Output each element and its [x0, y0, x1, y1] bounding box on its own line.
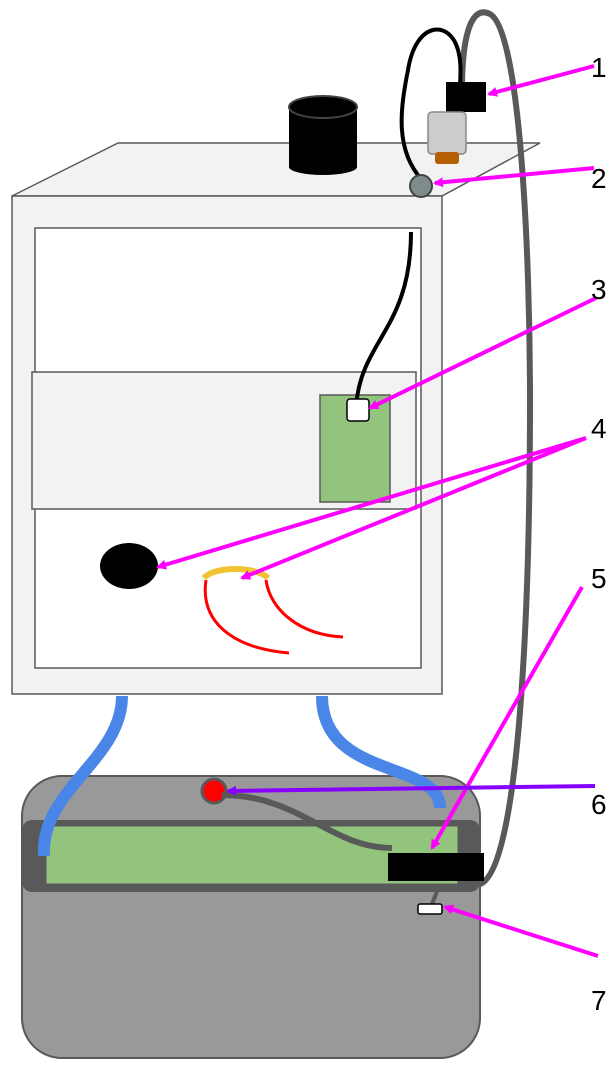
callout-arrow-5: [430, 586, 584, 850]
wire-bundle: [201, 566, 344, 655]
callout-label-6: 6: [591, 789, 607, 820]
callout-arrow-2: [433, 166, 595, 188]
callout-arrow-4b: [240, 436, 587, 580]
fitting-icon: [427, 111, 467, 155]
black-wire-top: [399, 27, 463, 182]
gray-tube-loop: [459, 9, 534, 887]
callout-arrow-1: [487, 64, 595, 97]
internal-black-wire: [354, 231, 413, 409]
callout-label-4: 4: [591, 413, 607, 444]
base-unit: [21, 775, 481, 1059]
callout-label-1: 1: [591, 52, 607, 83]
white-sensor-chip: [417, 903, 443, 915]
callout-labels: 1 2 3 4 5 6 7: [591, 52, 607, 1016]
cabinet: [11, 142, 541, 695]
fitting-nozzle: [435, 152, 459, 164]
left-hose: [37, 695, 128, 857]
red-port-icon: [200, 777, 228, 805]
callout-arrow-4a: [156, 436, 587, 570]
callout-label-3: 3: [591, 274, 607, 305]
sensor-stem: [430, 883, 442, 905]
red-wire-left: [203, 579, 290, 655]
callout-arrow-3: [368, 296, 597, 410]
callout-label-7: 7: [591, 985, 607, 1016]
base-body: [21, 775, 481, 1059]
callout-arrows: [156, 64, 599, 958]
callout-arrow-6: [226, 784, 596, 796]
red-wire-right: [264, 579, 344, 639]
white-plug-icon: [346, 398, 370, 422]
callout-label-2: 2: [591, 163, 607, 194]
yellow-wire: [201, 566, 271, 581]
top-fitting-assembly: [427, 82, 486, 164]
right-hose: [316, 695, 446, 809]
sensor-cap: [288, 95, 358, 175]
cylinder-bottom: [289, 159, 357, 175]
coolant-hoses: [37, 695, 446, 857]
callout-label-5: 5: [591, 563, 607, 594]
black-component: [100, 543, 158, 589]
cylinder-top: [288, 95, 358, 119]
base-black-connector: [388, 853, 484, 881]
grommet-icon: [409, 174, 433, 198]
black-connector-icon: [446, 82, 486, 112]
base-gray-cable: [221, 792, 393, 851]
callout-arrow-7: [443, 904, 599, 958]
